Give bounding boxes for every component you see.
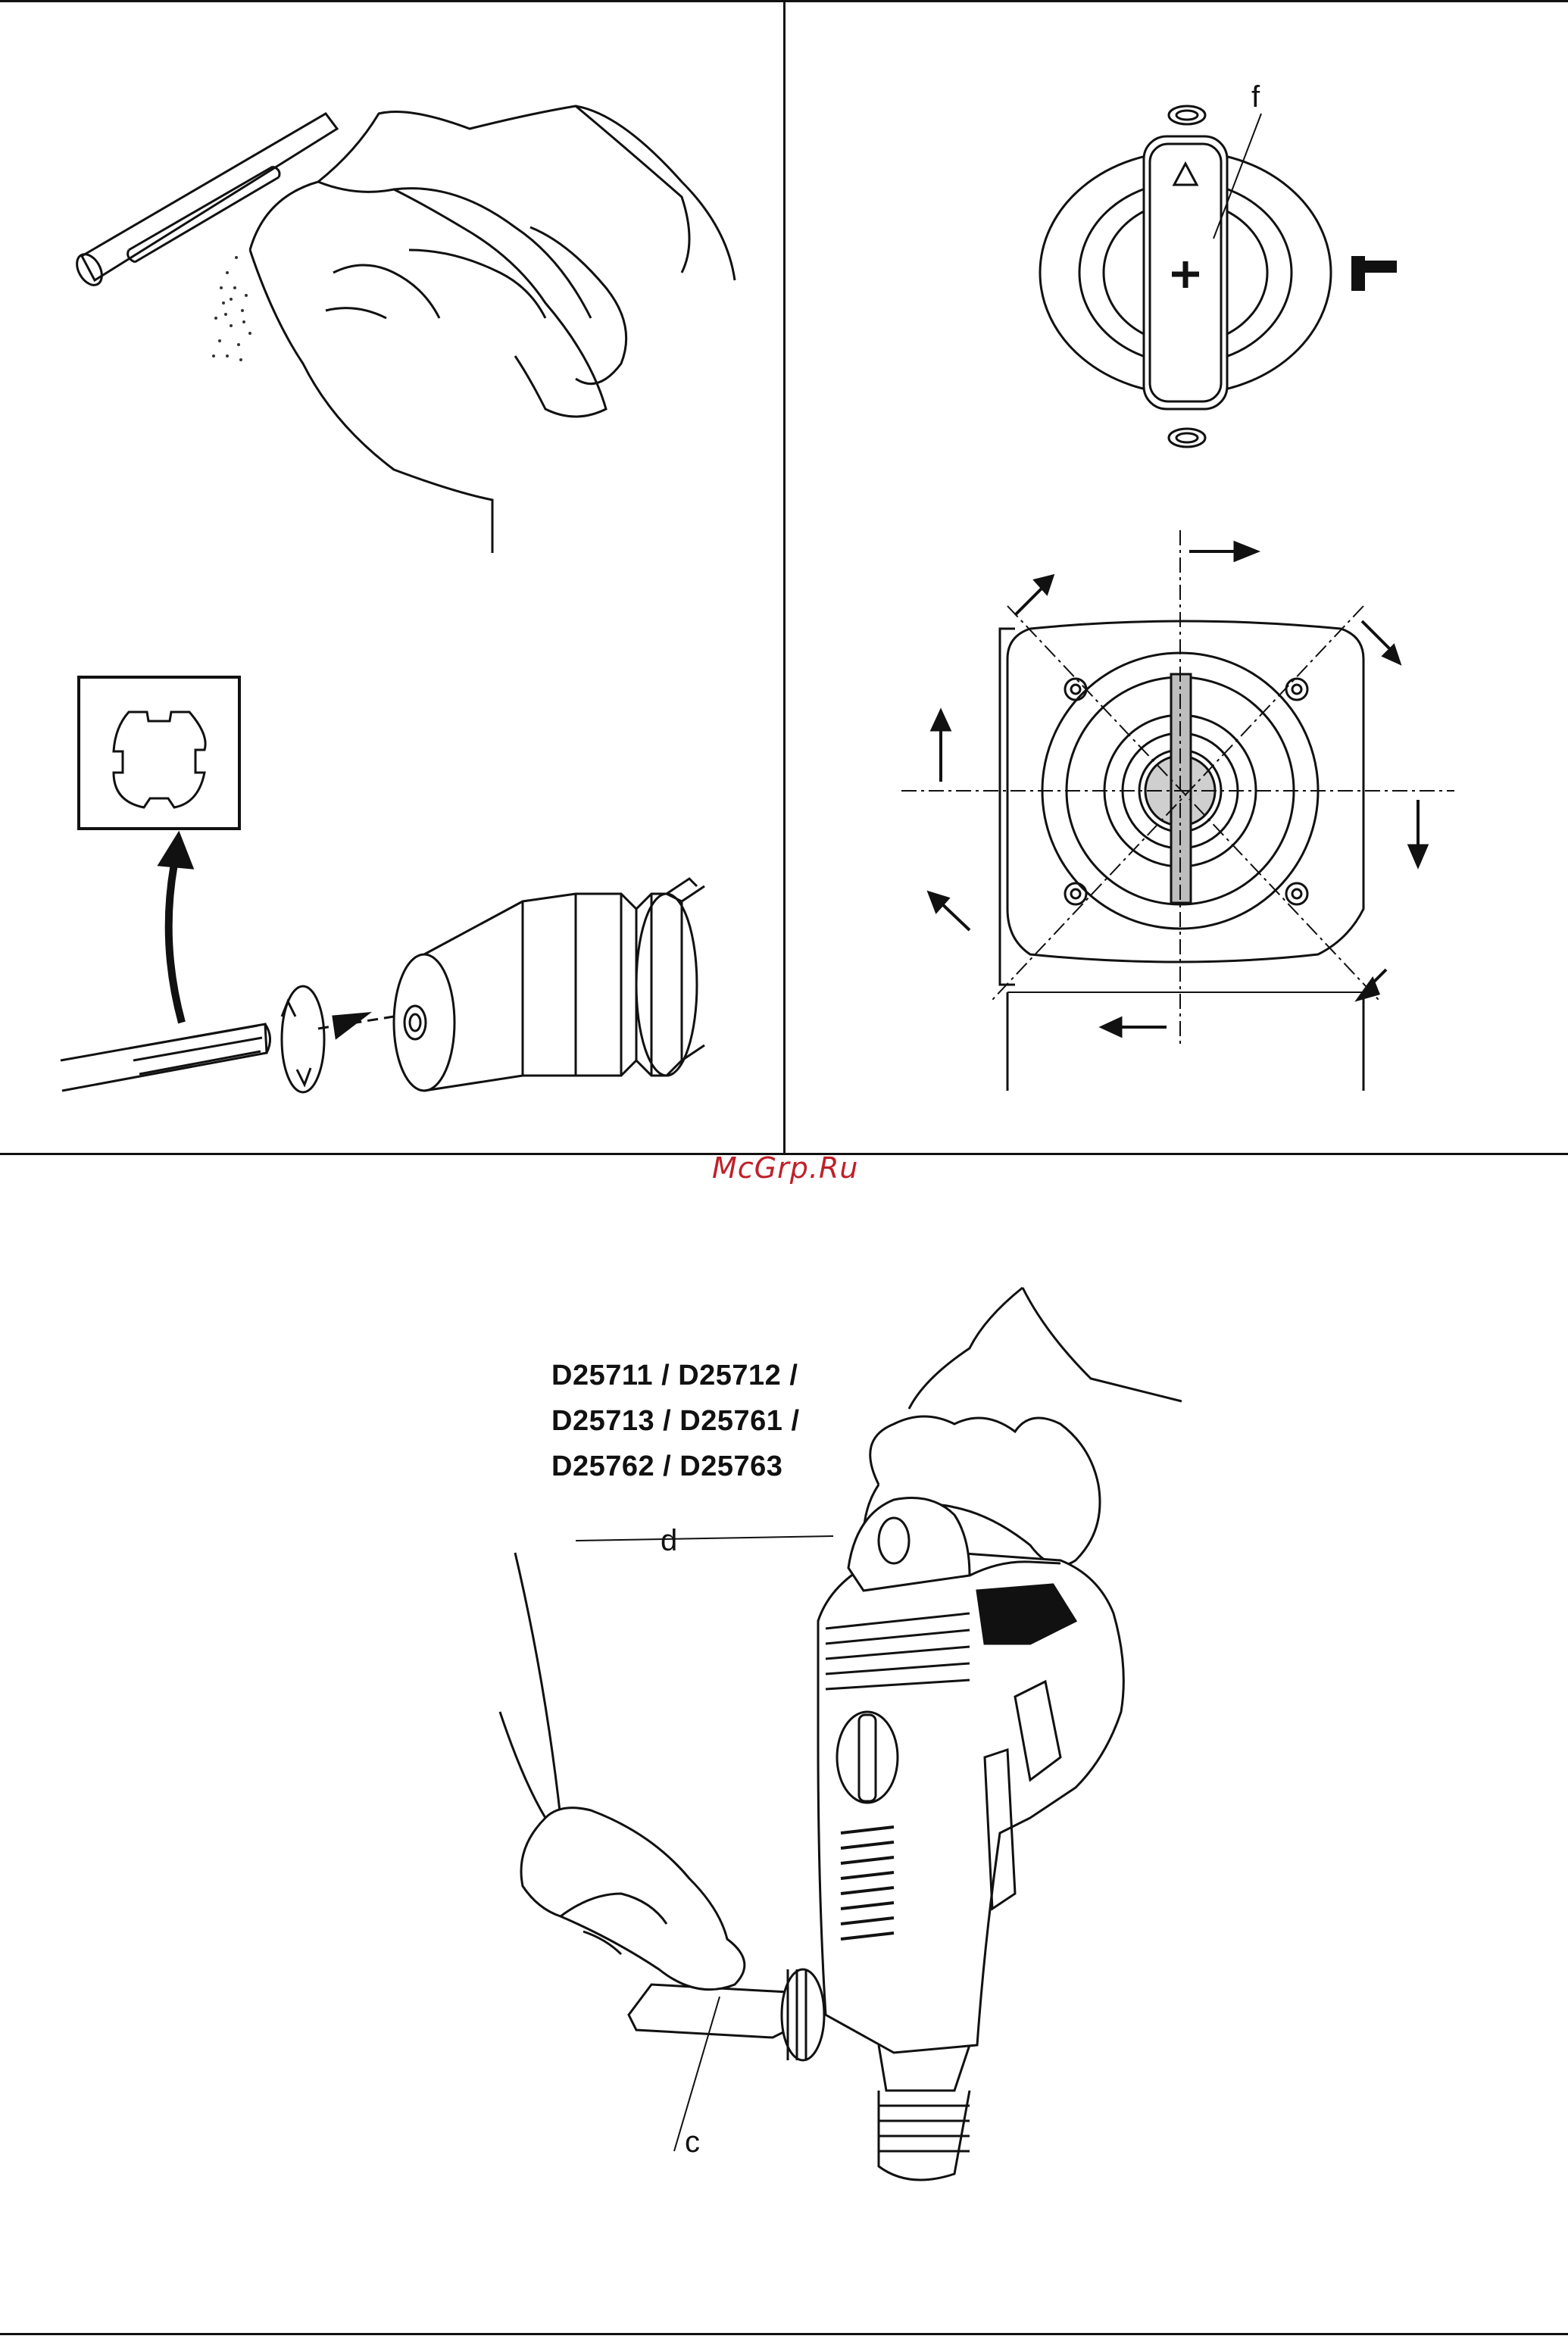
label-c: c xyxy=(685,2125,700,2159)
cleaning-illustration xyxy=(0,0,780,576)
center-divider-line xyxy=(783,0,786,1154)
bit-insertion-illustration xyxy=(0,667,780,1151)
mode-selector-illustration xyxy=(788,0,1568,530)
label-f: f xyxy=(1251,80,1260,114)
side-handle-positions-illustration xyxy=(788,515,1568,1151)
hand-wiping-bit-icon xyxy=(0,0,780,576)
bottom-border-line xyxy=(0,2333,1568,2335)
mode-selector-knob-icon xyxy=(788,0,1568,530)
watermark-text: McGrp.Ru xyxy=(712,1151,858,1185)
holding-rotary-hammer-icon xyxy=(500,1288,1212,2212)
side-handle-positions-icon xyxy=(788,515,1568,1151)
bit-insertion-chuck-icon xyxy=(0,667,780,1151)
holding-drill-illustration xyxy=(500,1288,1212,2212)
label-d: d xyxy=(661,1524,677,1558)
hammer-symbol-icon xyxy=(1345,250,1406,295)
